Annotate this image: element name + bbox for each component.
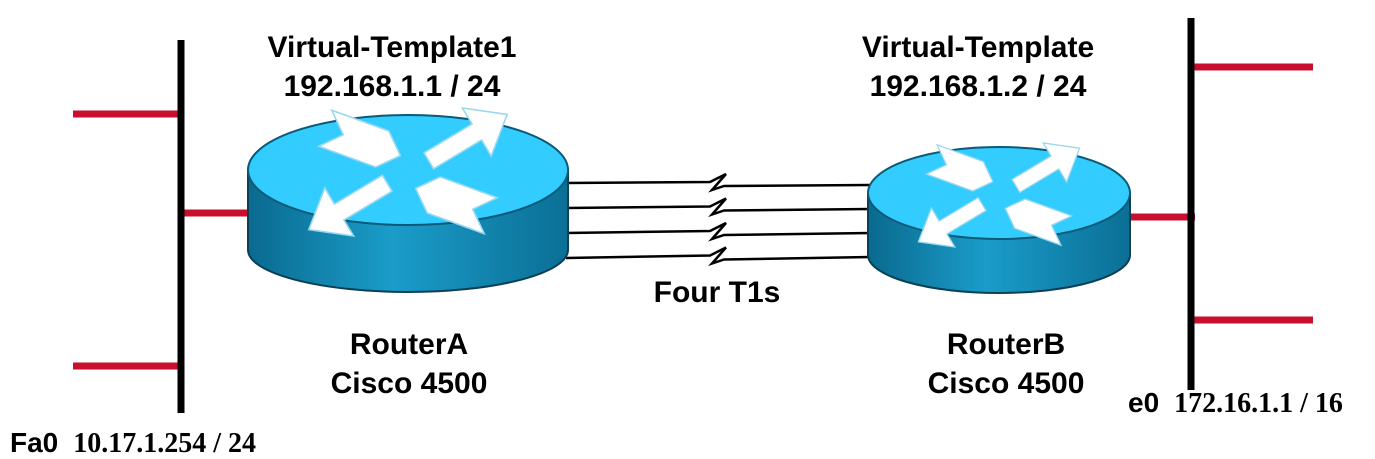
lan-b-iface: e0 <box>1128 387 1159 418</box>
serial-link-line <box>565 246 871 267</box>
router-b-top <box>867 146 1131 240</box>
router-b-model: Cisco 4500 <box>928 367 1085 400</box>
lan-a-address: 10.17.1.254 / 24 <box>73 428 256 459</box>
router-a <box>247 106 569 293</box>
lan-b-label: e0 172.16.1.1 / 16 <box>1128 387 1343 419</box>
lan-a-segment <box>73 40 255 413</box>
router-b <box>867 142 1131 294</box>
router-b-interface-ip: 192.168.1.2 / 24 <box>870 70 1087 103</box>
router-a-arrows-icon <box>307 106 509 238</box>
router-b-arrows-icon <box>917 142 1081 248</box>
serial-link-label: Four T1s <box>654 276 781 309</box>
router-b-interface-name: Virtual-Template <box>862 31 1094 64</box>
serial-link-line <box>565 221 871 242</box>
lan-b-segment <box>1130 18 1313 390</box>
lan-b-address: 172.16.1.1 / 16 <box>1174 388 1343 419</box>
router-a-top <box>247 114 569 226</box>
serial-link-line <box>565 197 871 218</box>
router-a-name: RouterA <box>350 328 468 361</box>
serial-links <box>565 172 871 267</box>
serial-link-line <box>565 172 871 193</box>
router-a-interface-name: Virtual-Template1 <box>268 31 517 64</box>
router-b-name: RouterB <box>947 328 1065 361</box>
router-a-interface-ip: 192.168.1.1 / 24 <box>284 70 501 103</box>
lan-a-label: Fa0 10.17.1.254 / 24 <box>10 427 256 459</box>
lan-a-iface: Fa0 <box>10 427 58 458</box>
router-a-model: Cisco 4500 <box>331 367 488 400</box>
